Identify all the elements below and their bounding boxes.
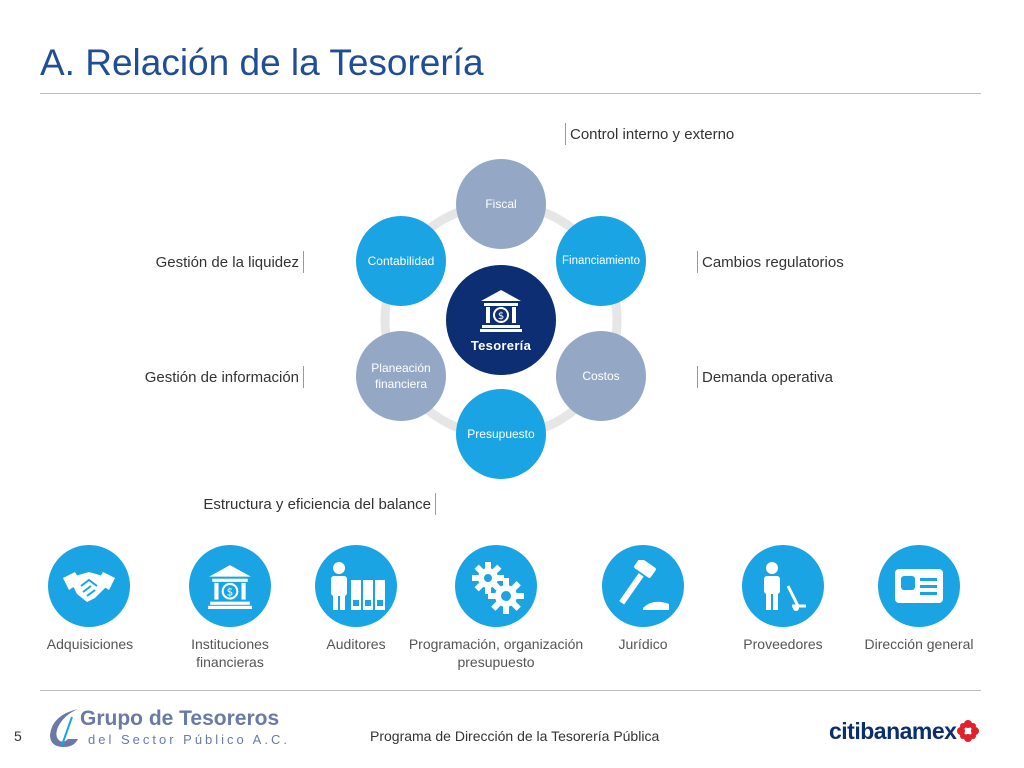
label-bar — [303, 251, 304, 273]
label-bar — [697, 251, 698, 273]
footer-program-text: Programa de Dirección de la Tesorería Pú… — [370, 728, 659, 744]
label-estructura-balance: Estructura y eficiencia del balance — [203, 496, 431, 513]
label-demanda-operativa: Demanda operativa — [702, 369, 833, 386]
label-bar — [565, 123, 566, 145]
entity-label-auditores: Auditores — [326, 636, 386, 652]
title-divider — [40, 93, 981, 94]
brand-flower-icon — [957, 720, 979, 742]
footer-program-prefix: Programa de — [370, 728, 451, 744]
svg-text:$: $ — [498, 311, 504, 322]
center-label: Tesorería — [470, 337, 532, 353]
supplier-handtruck-icon — [742, 545, 824, 627]
footer-program-name: Dirección de la Tesorería Pública — [454, 728, 660, 744]
svg-text:$: $ — [227, 586, 234, 598]
label-control-interno: Control interno y externo — [570, 126, 735, 143]
id-card-icon — [878, 545, 960, 627]
label-gestion-informacion: Gestión de información — [144, 369, 299, 386]
bank-icon: $ — [480, 289, 522, 332]
gears-icon — [455, 545, 537, 627]
entity-label-juridico: Jurídico — [618, 636, 668, 652]
gavel-icon — [602, 545, 684, 627]
node-contabilidad: Contabilidad — [356, 216, 446, 306]
label-bar — [435, 493, 436, 515]
node-costos: Costos — [556, 331, 646, 421]
footer-divider — [40, 690, 981, 691]
node-planeacion-financiera: Planeación financiera — [356, 331, 446, 421]
auditor-binders-icon — [315, 545, 397, 627]
bank-icon: $ — [189, 545, 271, 627]
page-number: 5 — [14, 728, 22, 744]
node-financiamiento: Financiamiento — [556, 216, 646, 306]
handshake-icon — [48, 545, 130, 627]
node-presupuesto: Presupuesto — [456, 389, 546, 479]
label-bar — [697, 366, 698, 388]
node-fiscal: Fiscal — [456, 159, 546, 249]
node-tesoreria: $ Tesorería — [446, 265, 556, 375]
label-bar — [303, 366, 304, 388]
entity-label-proveedores: Proveedores — [743, 636, 823, 652]
tesoreros-logo-icon — [50, 709, 78, 747]
entity-label-programacion: Programación, organización presupuesto — [408, 636, 584, 670]
page-title: A. Relación de la Tesorería — [40, 42, 484, 83]
label-cambios-regulatorios: Cambios regulatorios — [702, 254, 844, 271]
logo-line-2: del Sector Público A.C. — [88, 732, 290, 747]
entity-label-adquisiciones: Adquisiciones — [46, 636, 134, 652]
logo-line-1: Grupo de Tesoreros — [80, 707, 280, 730]
label-gestion-liquidez: Gestión de la liquidez — [155, 254, 299, 271]
entity-label-instituciones: Instituciones financieras — [191, 636, 269, 670]
entity-label-direccion-general: Dirección general — [864, 636, 974, 652]
citibanamex-logo: citibanamex — [829, 718, 957, 744]
